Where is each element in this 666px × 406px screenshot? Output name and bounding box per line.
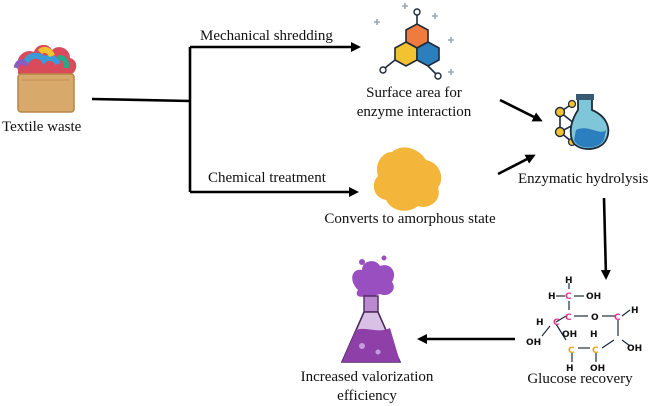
- glucose-atom-o-ring: O: [591, 313, 599, 323]
- glucose-atom-c-ring4: C: [568, 346, 575, 356]
- glucose-atom-c-ring3: C: [553, 318, 560, 328]
- glucose-atom-h-mid: H: [590, 330, 598, 340]
- glucose-atom-oh-right: OH: [627, 344, 643, 354]
- enzyme-flask-icon: [554, 94, 610, 150]
- glucose-atom-c-ring1: C: [565, 313, 572, 323]
- glucose-atom-h-left: H: [548, 292, 556, 302]
- glucose-atom-oh-top: OH: [586, 292, 602, 302]
- arrow-hydrolysis-to-glucose: [600, 197, 611, 280]
- glucose-atom-oh-mid1: OH: [562, 330, 578, 340]
- textile-waste-label: Textile waste: [2, 119, 82, 135]
- glucose-atom-c-ring5: C: [592, 346, 599, 356]
- surface-area-label-line2: enzyme interaction: [356, 104, 472, 120]
- glucose-atom-h-right: H: [631, 306, 639, 316]
- arrow-mechanical-to-hydrolysis: [499, 98, 543, 122]
- molecule-structure-icon: [374, 3, 454, 80]
- arrows: [190, 42, 611, 344]
- chemical-treatment-label: Chemical treatment: [208, 170, 326, 186]
- connector-lines: [91, 47, 192, 192]
- glucose-atom-h-bottom: H: [566, 364, 574, 374]
- glucose-recovery-label: Glucose recovery: [527, 371, 633, 387]
- amorphous-state-label: Converts to amorphous state: [324, 211, 496, 227]
- valorization-label-line2: efficiency: [337, 388, 397, 404]
- amorphous-blob-icon: [373, 147, 442, 211]
- arrow-chemical-to-hydrolysis: [497, 154, 536, 176]
- glucose-molecule-icon: [541, 283, 631, 362]
- valorization-label-line1: Increased valorization: [300, 369, 434, 385]
- textile-basket-icon: [13, 44, 77, 113]
- glucose-atom-oh-left: OH: [526, 338, 542, 348]
- mechanical-shredding-label: Mechanical shredding: [200, 28, 333, 44]
- connector-source-to-junction: [91, 97, 191, 103]
- glucose-atom-h-ring-left: H: [536, 318, 544, 328]
- glucose-atom-oh-bottom: OH: [590, 364, 606, 374]
- surface-area-label-line1: Surface area for: [366, 85, 462, 101]
- glucose-atom-c-ring2: C: [614, 313, 621, 323]
- erlenmeyer-flask-icon: [340, 255, 402, 363]
- enzymatic-hydrolysis-label: Enzymatic hydrolysis: [518, 171, 649, 187]
- glucose-atom-h-top: H: [565, 276, 573, 286]
- glucose-atom-c-top: C: [565, 292, 572, 302]
